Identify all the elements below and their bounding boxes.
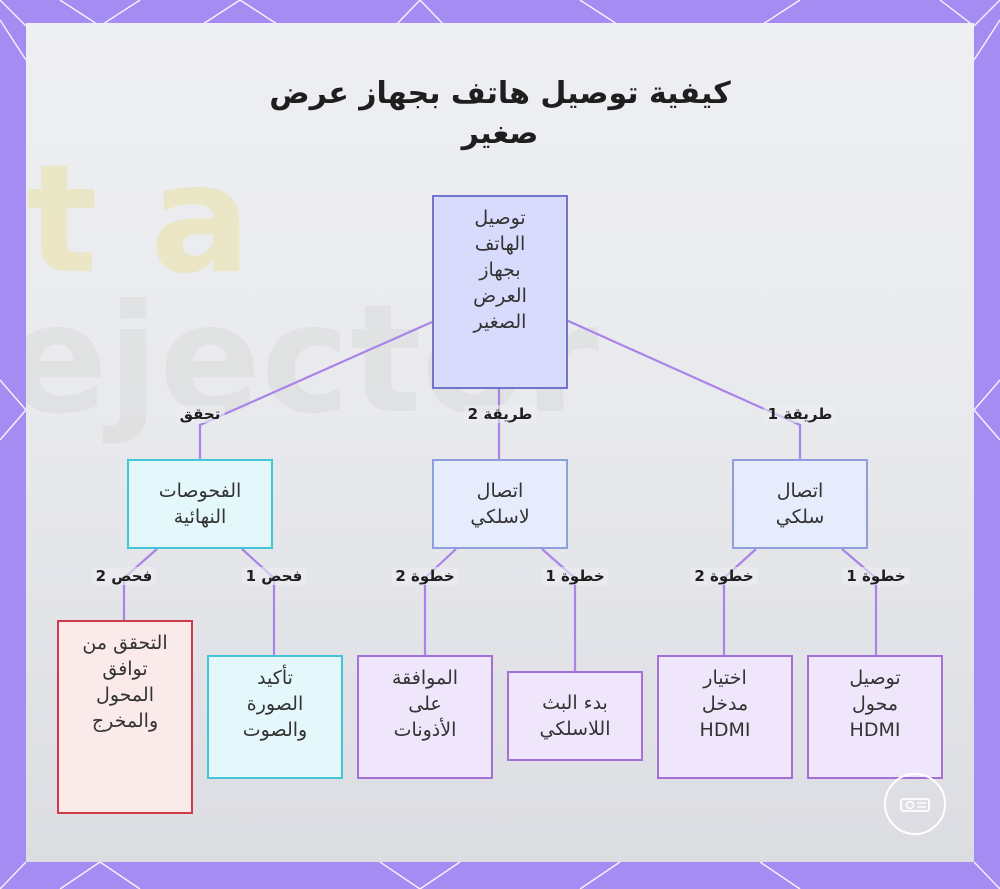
edge-label-verify: تحقق — [175, 405, 225, 423]
node-approve-permissions: الموافقة على الأذونات — [357, 655, 493, 779]
edge-label-check2: فحص 2 — [91, 567, 157, 585]
edge-root-checks — [198, 320, 433, 460]
node-root: توصيل الهاتف بجهاز العرض الصغير — [432, 195, 568, 389]
edge-label-wireless-step2: خطوة 2 — [391, 567, 459, 585]
node-wireless: اتصال لاسلكي — [432, 459, 568, 549]
edge-wireless-approve — [423, 548, 457, 655]
edge-label-method1: طريقة 1 — [763, 405, 837, 423]
diagram-title: كيفية توصيل هاتف بجهاز عرض صغير — [269, 76, 731, 151]
node-connect-adapter: توصيل محول HDMI — [807, 655, 943, 779]
edge-label-wireless-step1: خطوة 1 — [541, 567, 609, 585]
node-select-input: اختيار مدخل HDMI — [657, 655, 793, 779]
edge-label-wired-step2: خطوة 2 — [690, 567, 758, 585]
edge-checks-confirm — [241, 548, 276, 655]
node-final-checks: الفحوصات النهائية — [127, 459, 273, 549]
edge-label-wired-step1: خطوة 1 — [842, 567, 910, 585]
node-confirm-av: تأكيد الصورة والصوت — [207, 655, 343, 779]
edge-label-method2: طريقة 2 — [463, 405, 537, 423]
edge-label-check1: فحص 1 — [241, 567, 307, 585]
node-check-compat: التحقق من توافق المحول والمخرج — [57, 620, 193, 814]
node-wired: اتصال سلكي — [732, 459, 868, 549]
node-start-cast: بدء البث اللاسلكي — [507, 671, 643, 761]
background-text-line1: t a — [26, 133, 252, 307]
edge-wired-connect — [841, 548, 878, 655]
projector-icon — [884, 773, 946, 835]
edge-wired-select — [722, 548, 757, 655]
edge-root-wired — [565, 318, 802, 460]
